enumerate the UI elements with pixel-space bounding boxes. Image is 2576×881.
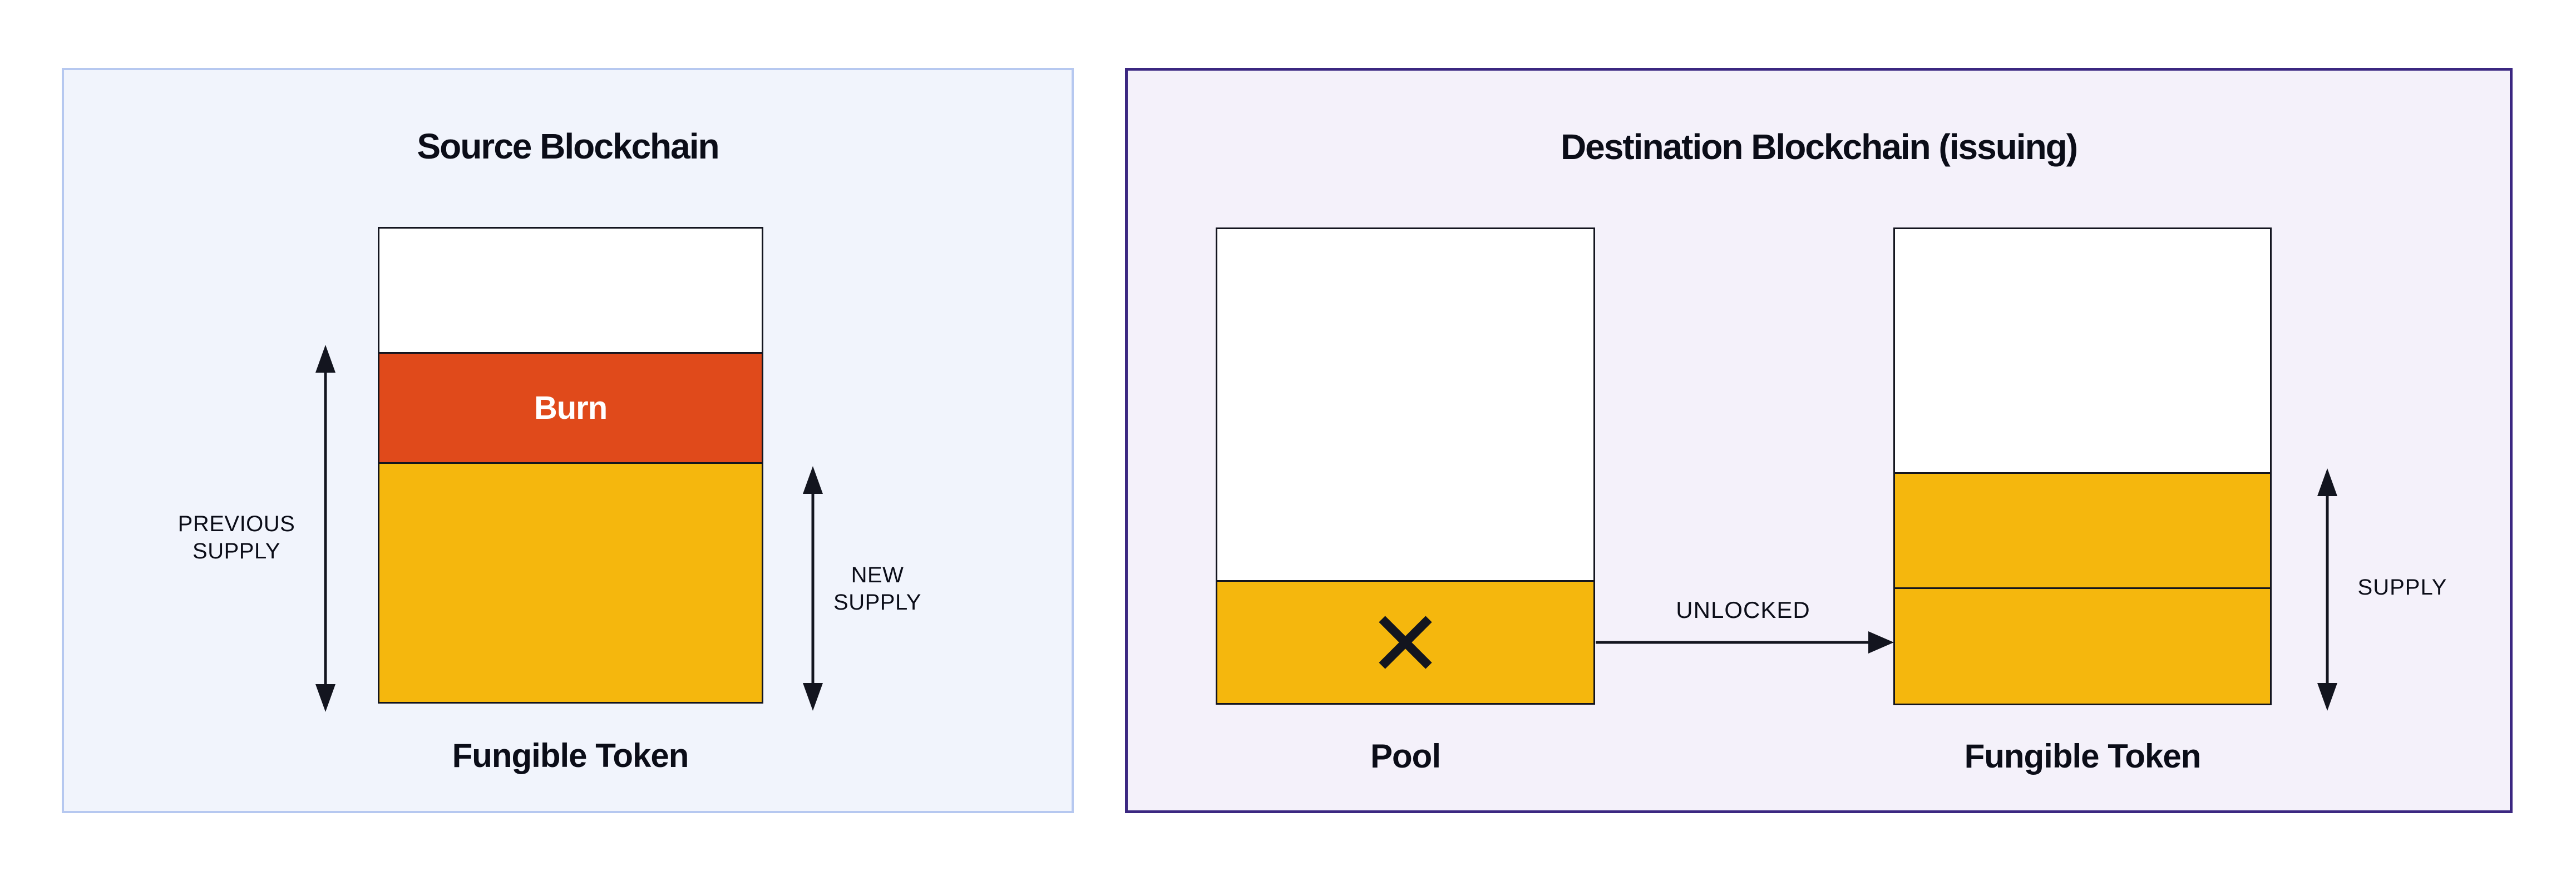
previous-supply-label: PREVIOUS SUPPLY [125, 511, 348, 565]
previous-supply-arrow-icon [315, 345, 335, 712]
destination-blockchain-panel: Destination Blockchain (issuing) UNLOCKE… [1125, 68, 2513, 813]
source-blockchain-panel: Source Blockchain Burn PREVIOUS SUPPLY [62, 68, 1074, 813]
supply-label: SUPPLY [2357, 575, 2447, 600]
new-supply-label: NEW SUPPLY [766, 562, 989, 616]
source-token-bar: Burn [378, 227, 763, 704]
destination-panel-title: Destination Blockchain (issuing) [1560, 127, 2078, 167]
token-unminted-section [1895, 229, 2270, 472]
burn-label: Burn [534, 390, 608, 426]
supply-arrow-icon [2317, 468, 2337, 711]
destination-token-caption: Fungible Token [1964, 738, 2202, 775]
pool-bar [1216, 227, 1595, 705]
destination-token-bar [1893, 227, 2272, 705]
unlocked-label: UNLOCKED [1676, 597, 1810, 623]
previous-supply-label-line1: PREVIOUS [177, 512, 295, 536]
pool-caption: Pool [1370, 738, 1441, 775]
token-supply-upper-section [1895, 472, 2270, 587]
burn-section: Burn [379, 352, 762, 462]
pool-empty-section [1217, 229, 1593, 580]
pool-locked-section [1217, 580, 1593, 703]
new-supply-arrow-icon [803, 466, 823, 711]
source-remaining-supply-section [379, 462, 762, 702]
new-supply-label-line2: SUPPLY [833, 590, 921, 615]
new-supply-label-line1: NEW [851, 563, 904, 587]
source-unminted-section [379, 229, 762, 352]
source-token-caption: Fungible Token [452, 737, 689, 774]
x-mark-icon [1379, 616, 1432, 669]
unlocked-arrow-icon [1596, 631, 1894, 654]
source-panel-title: Source Blockchain [417, 126, 719, 166]
token-supply-lower-section [1895, 587, 2270, 704]
previous-supply-label-line2: SUPPLY [193, 539, 280, 563]
